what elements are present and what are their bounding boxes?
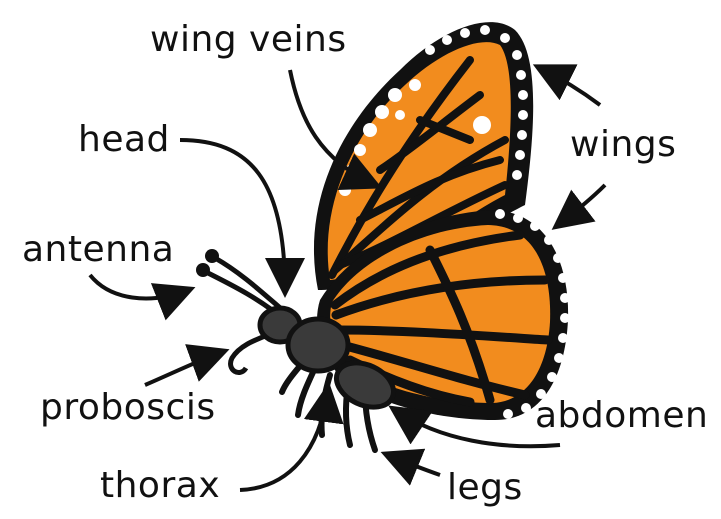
label-antenna: antenna [22,232,174,268]
arrow-proboscis [145,352,222,385]
arrow-wings-bottom [558,185,605,225]
label-wings: wings [570,127,676,163]
arrow-wings-top [540,68,600,105]
arrow-antenna [90,275,188,298]
label-head: head [78,122,170,158]
arrow-legs [388,455,440,475]
label-legs: legs [447,470,523,506]
label-wing-veins: wing veins [150,22,347,58]
label-abdomen: abdomen [535,398,708,434]
arrow-thorax [240,390,328,490]
label-thorax: thorax [100,468,220,504]
label-proboscis: proboscis [40,390,216,426]
